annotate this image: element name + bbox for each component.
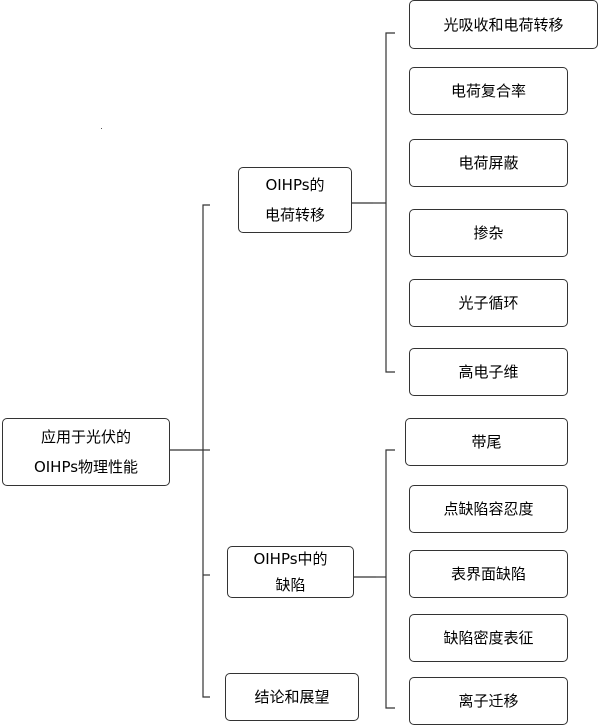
stray-dot (101, 128, 102, 129)
branch-conclusion-label: 结论和展望 (254, 688, 330, 706)
leaf-node: 高电子维 (409, 348, 568, 396)
root-node-line2: OIHPs物理性能 (33, 458, 139, 476)
branch-charge-transfer: OIHPs的 电荷转移 (238, 167, 352, 233)
leaf-node: 带尾 (405, 418, 568, 466)
root-node: 应用于光伏的 OIHPs物理性能 (2, 418, 170, 486)
leaf-node: 点缺陷容忍度 (409, 485, 568, 533)
leaf-label: 掺杂 (473, 224, 504, 242)
leaf-label: 带尾 (471, 433, 502, 451)
leaf-label: 电荷屏蔽 (458, 154, 519, 172)
branch-charge-transfer-line2: 电荷转移 (264, 206, 325, 224)
leaf-label: 离子迁移 (458, 692, 519, 710)
leaf-node: 离子迁移 (409, 677, 568, 725)
leaf-label: 光子循环 (458, 294, 519, 312)
leaf-node: 表界面缺陷 (409, 550, 568, 598)
leaf-node: 光子循环 (409, 279, 568, 327)
branch-defects-line2: 缺陷 (275, 576, 306, 594)
root-node-line1: 应用于光伏的 (40, 428, 131, 446)
leaf-label: 表界面缺陷 (450, 565, 526, 583)
leaf-label: 缺陷密度表征 (443, 629, 534, 647)
leaf-label: 点缺陷容忍度 (443, 500, 534, 518)
leaf-node: 缺陷密度表征 (409, 614, 568, 662)
branch-defects-line1: OIHPs中的 (253, 550, 328, 568)
leaf-node: 电荷屏蔽 (409, 139, 568, 187)
leaf-node: 光吸收和电荷转移 (409, 0, 598, 49)
branch-defects: OIHPs中的 缺陷 (227, 546, 354, 598)
branch-conclusion: 结论和展望 (225, 673, 359, 721)
branch-charge-transfer-line1: OIHPs的 (265, 176, 325, 194)
leaf-label: 高电子维 (458, 363, 519, 381)
leaf-label: 电荷复合率 (450, 82, 526, 100)
leaf-node: 掺杂 (409, 209, 568, 257)
leaf-label: 光吸收和电荷转移 (443, 15, 564, 34)
leaf-node: 电荷复合率 (409, 67, 568, 115)
